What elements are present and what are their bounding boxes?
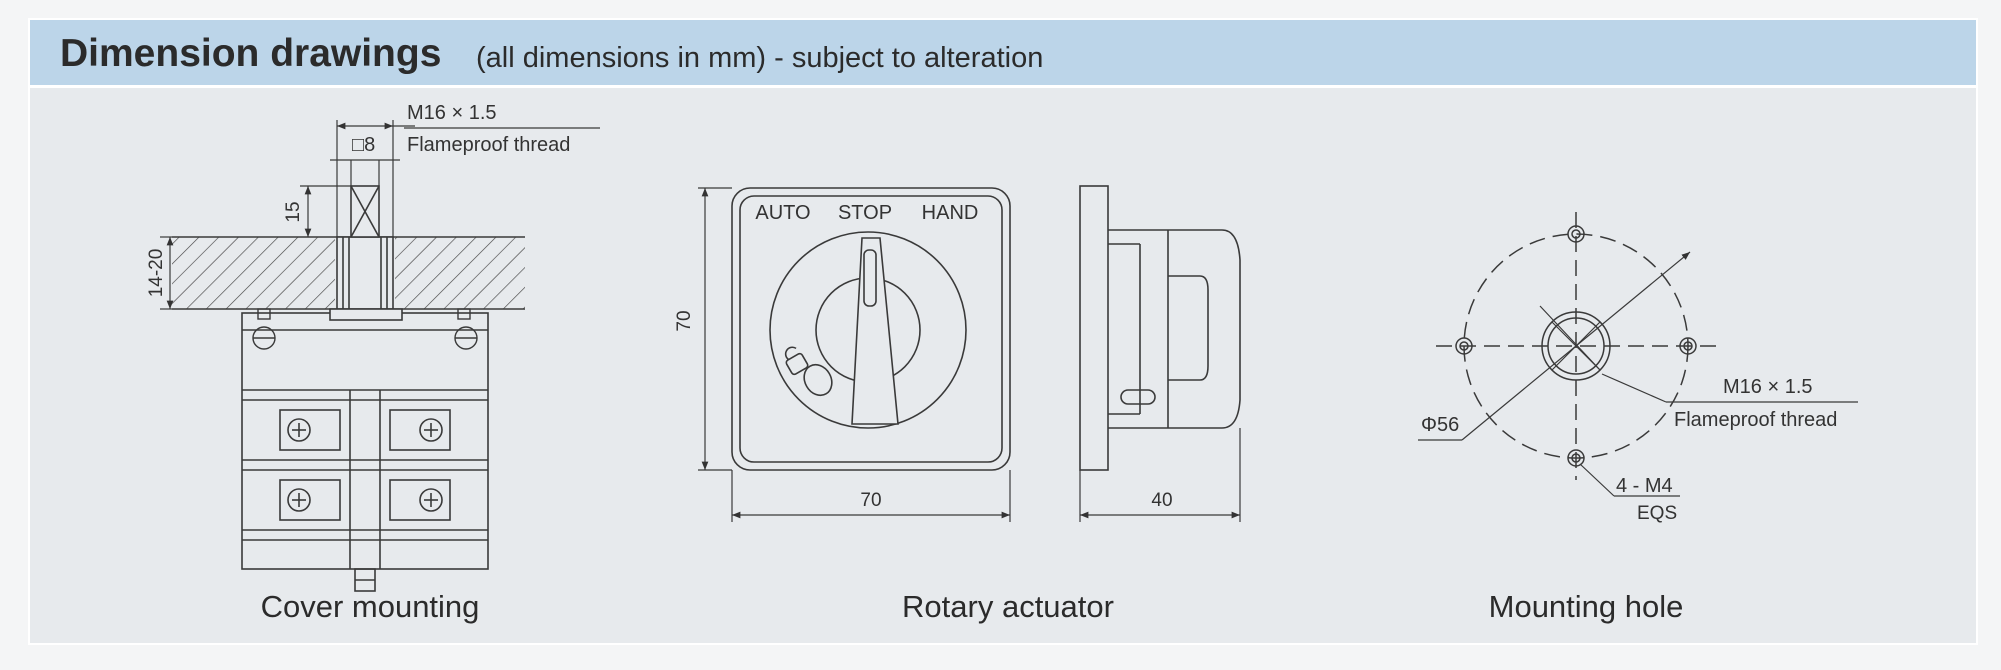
actuator-width-dim: 70 xyxy=(860,490,881,511)
cover-panel-thickness: 14-20 xyxy=(146,249,167,298)
cover-shaft-height: 15 xyxy=(283,201,304,222)
cover-thread-type: Flameproof thread xyxy=(407,134,570,156)
header-banner: Dimension drawings (all dimensions in mm… xyxy=(30,20,1976,88)
position-auto-label: AUTO xyxy=(755,202,810,224)
rotary-actuator-caption: Rotary actuator xyxy=(902,589,1114,624)
page-subtitle: (all dimensions in mm) - subject to alte… xyxy=(476,42,1044,74)
rotary-actuator-front-drawing xyxy=(698,187,1011,522)
cover-mounting-labels: M16 × 1.5 Flameproof thread □8 15 14-20 … xyxy=(146,102,570,624)
hole-thread-type: Flameproof thread xyxy=(1674,409,1837,431)
cover-mounting-drawing xyxy=(160,120,600,592)
mounting-hole-labels: M16 × 1.5 Flameproof thread Φ56 4 - M4 E… xyxy=(1421,376,1837,624)
mounting-hole-caption: Mounting hole xyxy=(1489,589,1684,624)
cover-shaft-size: □8 xyxy=(352,134,375,156)
hole-count: 4 - M4 xyxy=(1616,475,1673,497)
actuator-depth-label-group: 40 Rotary actuator xyxy=(902,490,1173,624)
actuator-height-dim: 70 xyxy=(674,310,695,331)
hole-note: EQS xyxy=(1637,503,1677,524)
position-hand-label: HAND xyxy=(922,202,979,224)
position-stop-label: STOP xyxy=(838,202,892,224)
hole-thread-size: M16 × 1.5 xyxy=(1723,376,1813,398)
cover-thread-size: M16 × 1.5 xyxy=(407,102,497,124)
cover-mounting-caption: Cover mounting xyxy=(261,589,480,624)
page-title: Dimension drawings xyxy=(60,32,442,75)
mounting-hole-drawing xyxy=(1418,212,1858,497)
rotary-actuator-side-drawing xyxy=(1079,185,1241,522)
rotary-actuator-labels: AUTO STOP HAND 70 70 xyxy=(674,202,978,511)
actuator-depth-dim: 40 xyxy=(1151,490,1172,511)
hole-diameter: Φ56 xyxy=(1421,414,1459,436)
